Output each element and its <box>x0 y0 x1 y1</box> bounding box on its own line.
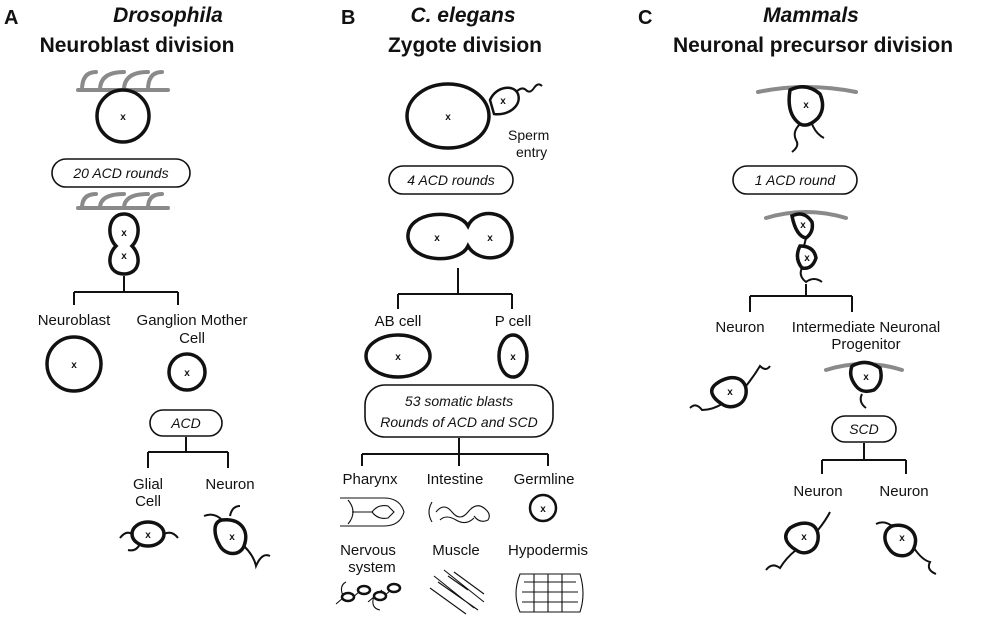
germline-cell <box>528 493 558 523</box>
panel-b-organism: C. elegans <box>410 4 515 27</box>
neuron-cell-c1 <box>710 375 748 409</box>
svg-text:x: x <box>184 368 190 379</box>
p-cell-label: P cell <box>495 313 531 330</box>
blasts-pill <box>364 384 554 438</box>
svg-text:x: x <box>120 112 126 123</box>
lineage-tree-a2 <box>147 437 229 468</box>
panel-b-letter: B <box>341 7 355 29</box>
svg-text:x: x <box>727 387 733 398</box>
svg-text:x: x <box>71 360 77 371</box>
daughter-gmc-label: Ganglion Mother <box>137 312 248 329</box>
p-cell <box>497 333 529 379</box>
sperm-entry-label-2: entry <box>516 144 547 160</box>
neuroblast-daughter-cell <box>45 335 103 393</box>
svg-text:x: x <box>434 233 440 244</box>
gmc-cell <box>167 352 207 392</box>
sperm-entry-label: Sperm <box>508 127 549 143</box>
rounds-label-a: 20 ACD rounds <box>72 165 168 181</box>
scd-label: SCD <box>849 421 879 437</box>
svg-text:x: x <box>510 352 516 363</box>
neuron-cell-a <box>213 518 248 556</box>
zygote-cell <box>405 82 491 150</box>
rounds-pill-c <box>732 165 858 195</box>
precursor-cell <box>787 85 825 127</box>
niche-membrane-2 <box>76 192 170 210</box>
panel-a: A Drosophila Neuroblast division x 20 AC… <box>4 4 271 570</box>
ab-cell <box>364 333 432 379</box>
blasts-label-2: Rounds of ACD and SCD <box>380 414 537 430</box>
panel-a-letter: A <box>4 7 18 29</box>
acd-pill-a <box>149 409 223 437</box>
panel-c: C Mammals Neuronal precursor division x … <box>638 4 953 575</box>
svg-text:x: x <box>803 100 809 111</box>
neuron-cell-c3 <box>883 523 918 558</box>
daughter-gmc-label-2: Cell <box>179 330 205 347</box>
rounds-label-b: 4 ACD rounds <box>407 172 494 188</box>
glial-label: Glial <box>133 476 163 493</box>
intestine-label: Intestine <box>427 471 484 488</box>
panel-b: B C. elegans Zygote division x x Sperm e… <box>335 4 588 615</box>
nervous-label-2: system <box>348 559 396 576</box>
panel-c-title: Neuronal precursor division <box>673 34 953 57</box>
dividing-precursor-top <box>790 212 815 240</box>
neuron-label-a: Neuron <box>205 476 254 493</box>
neuron-cell-c2 <box>784 521 820 555</box>
glial-label-2: Cell <box>135 493 161 510</box>
svg-text:x: x <box>899 533 905 544</box>
svg-text:x: x <box>145 530 151 541</box>
scd-pill <box>831 415 897 443</box>
muscle-icon <box>429 569 485 615</box>
inp-label-2: Progenitor <box>831 336 900 353</box>
neuroblast-cell <box>95 88 151 144</box>
svg-text:x: x <box>500 96 506 107</box>
svg-text:x: x <box>804 253 810 264</box>
lineage-tree-a <box>73 276 179 305</box>
svg-text:x: x <box>395 352 401 363</box>
inp-label: Intermediate Neuronal <box>792 319 940 336</box>
panel-c-organism: Mammals <box>763 4 859 27</box>
hypodermis-icon <box>515 573 584 613</box>
dividing-neuroblast <box>108 212 140 276</box>
svg-text:x: x <box>487 233 493 244</box>
panel-a-title: Neuroblast division <box>40 34 235 57</box>
svg-text:x: x <box>540 504 546 515</box>
svg-text:x: x <box>445 112 451 123</box>
neuron-label-c2: Neuron <box>793 483 842 500</box>
neuron-label-c: Neuron <box>715 319 764 336</box>
germline-label: Germline <box>514 471 575 488</box>
lineage-tree-b <box>397 268 513 309</box>
neuron-label-c3: Neuron <box>879 483 928 500</box>
two-cell-embryo <box>406 211 514 261</box>
panel-a-organism: Drosophila <box>113 4 223 27</box>
inp-cell <box>848 360 883 394</box>
svg-text:x: x <box>121 228 127 239</box>
rounds-pill-a <box>51 158 191 188</box>
lineage-tree-c2 <box>821 443 907 474</box>
rounds-label-c: 1 ACD round <box>755 172 837 188</box>
dividing-precursor-bottom <box>795 244 818 271</box>
blasts-label: 53 somatic blasts <box>405 393 513 409</box>
lineage-tree-c <box>749 284 853 312</box>
hypodermis-label: Hypodermis <box>508 542 588 559</box>
pharynx-icon <box>340 497 405 527</box>
lineage-tree-b2 <box>361 438 549 466</box>
daughter-neuroblast-label: Neuroblast <box>38 312 111 329</box>
niche-membrane <box>76 70 170 92</box>
panel-c-letter: C <box>638 7 652 29</box>
acd-label-a: ACD <box>170 415 201 431</box>
svg-text:x: x <box>800 220 806 231</box>
sperm-icon <box>488 86 520 116</box>
svg-text:x: x <box>229 532 235 543</box>
panel-b-title: Zygote division <box>388 34 542 57</box>
intestine-icon <box>428 501 490 524</box>
nervous-label: Nervous <box>340 542 396 559</box>
svg-text:x: x <box>863 372 869 383</box>
rounds-pill-b <box>388 165 514 195</box>
muscle-label: Muscle <box>432 542 480 559</box>
pharynx-label: Pharynx <box>342 471 398 488</box>
svg-text:x: x <box>121 251 127 262</box>
ab-cell-label: AB cell <box>375 313 422 330</box>
svg-text:x: x <box>801 532 807 543</box>
